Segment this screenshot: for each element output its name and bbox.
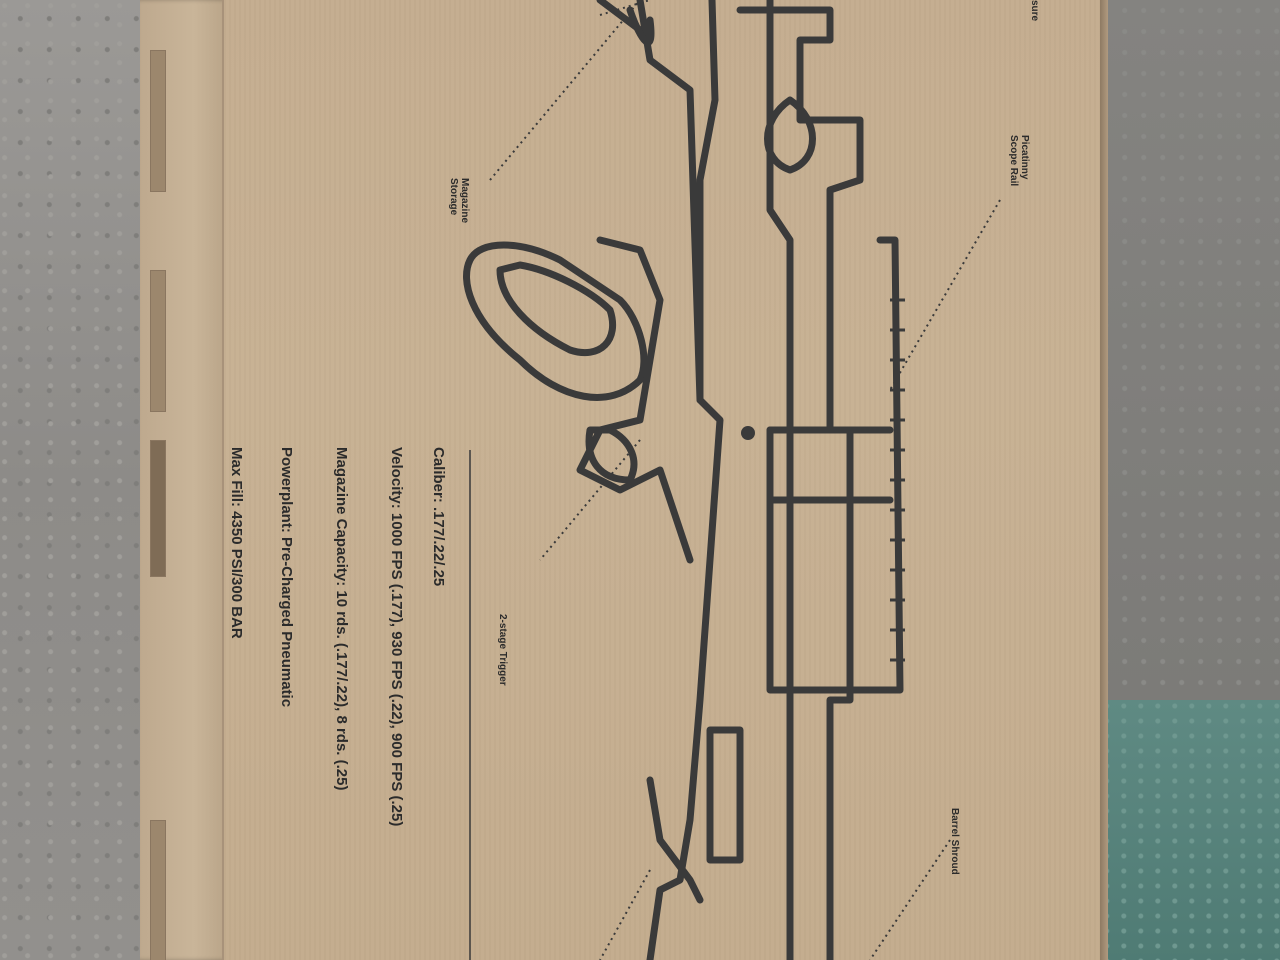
top-box: [736, 6, 864, 214]
flap-slot: [150, 820, 166, 960]
leader-magazine: [489, 0, 641, 181]
callout-picatinny-line2: Scope Rail: [1008, 135, 1019, 187]
leader-barrel: [869, 839, 951, 960]
trigger: [585, 426, 638, 484]
spec-powerplant: Powerplant: Pre-Charged Pneumatic: [278, 447, 295, 708]
magazine-cutout: [706, 726, 744, 864]
callout-picatinny-line1: Picatinny: [1019, 135, 1030, 180]
callout-magazine-line1: Magazine: [459, 178, 470, 224]
floor-slab: [1100, 0, 1280, 700]
box-edge: [1100, 0, 1108, 960]
spec-caliber: Caliber: .177/.22/.25: [430, 447, 447, 587]
spec-magazine-capacity: Magazine Capacity: 10 rds. (.177/.22), 8…: [333, 447, 350, 791]
leader-trigger: [539, 439, 641, 561]
grip-inner: [496, 261, 617, 357]
forend-lower: [766, 426, 894, 694]
rear-knob: [764, 96, 816, 174]
flap-slot: [150, 270, 166, 412]
pin-dot: [741, 426, 755, 440]
floor-green-tile: [1100, 700, 1280, 960]
spec-max-fill: Max Fill: 4350 PSI/300 BAR: [228, 447, 245, 639]
callout-barrel-shroud: Barrel Shroud: [949, 808, 960, 875]
front-lip: [646, 776, 704, 904]
flap-slot: [150, 440, 166, 577]
stock-outline: [636, 0, 724, 960]
scope-rail: [876, 236, 904, 694]
leader-pressure: [599, 0, 651, 16]
lower-rail-body: [826, 206, 854, 960]
grip: [463, 241, 648, 401]
callout-magazine-line2: Storage: [448, 178, 459, 216]
spec-velocity: Velocity: 1000 FPS (.177), 930 FPS (.22)…: [388, 447, 405, 827]
receiver-outline: [766, 0, 794, 960]
leader-picatinny: [889, 199, 1001, 391]
leader-forend: [599, 869, 651, 960]
flap-slot: [150, 50, 166, 192]
magazine-storage: [626, 6, 655, 46]
callout-pressure: sure: [1029, 0, 1040, 22]
upper-line: [696, 0, 719, 404]
callout-trigger: 2-stage Trigger: [497, 614, 508, 686]
